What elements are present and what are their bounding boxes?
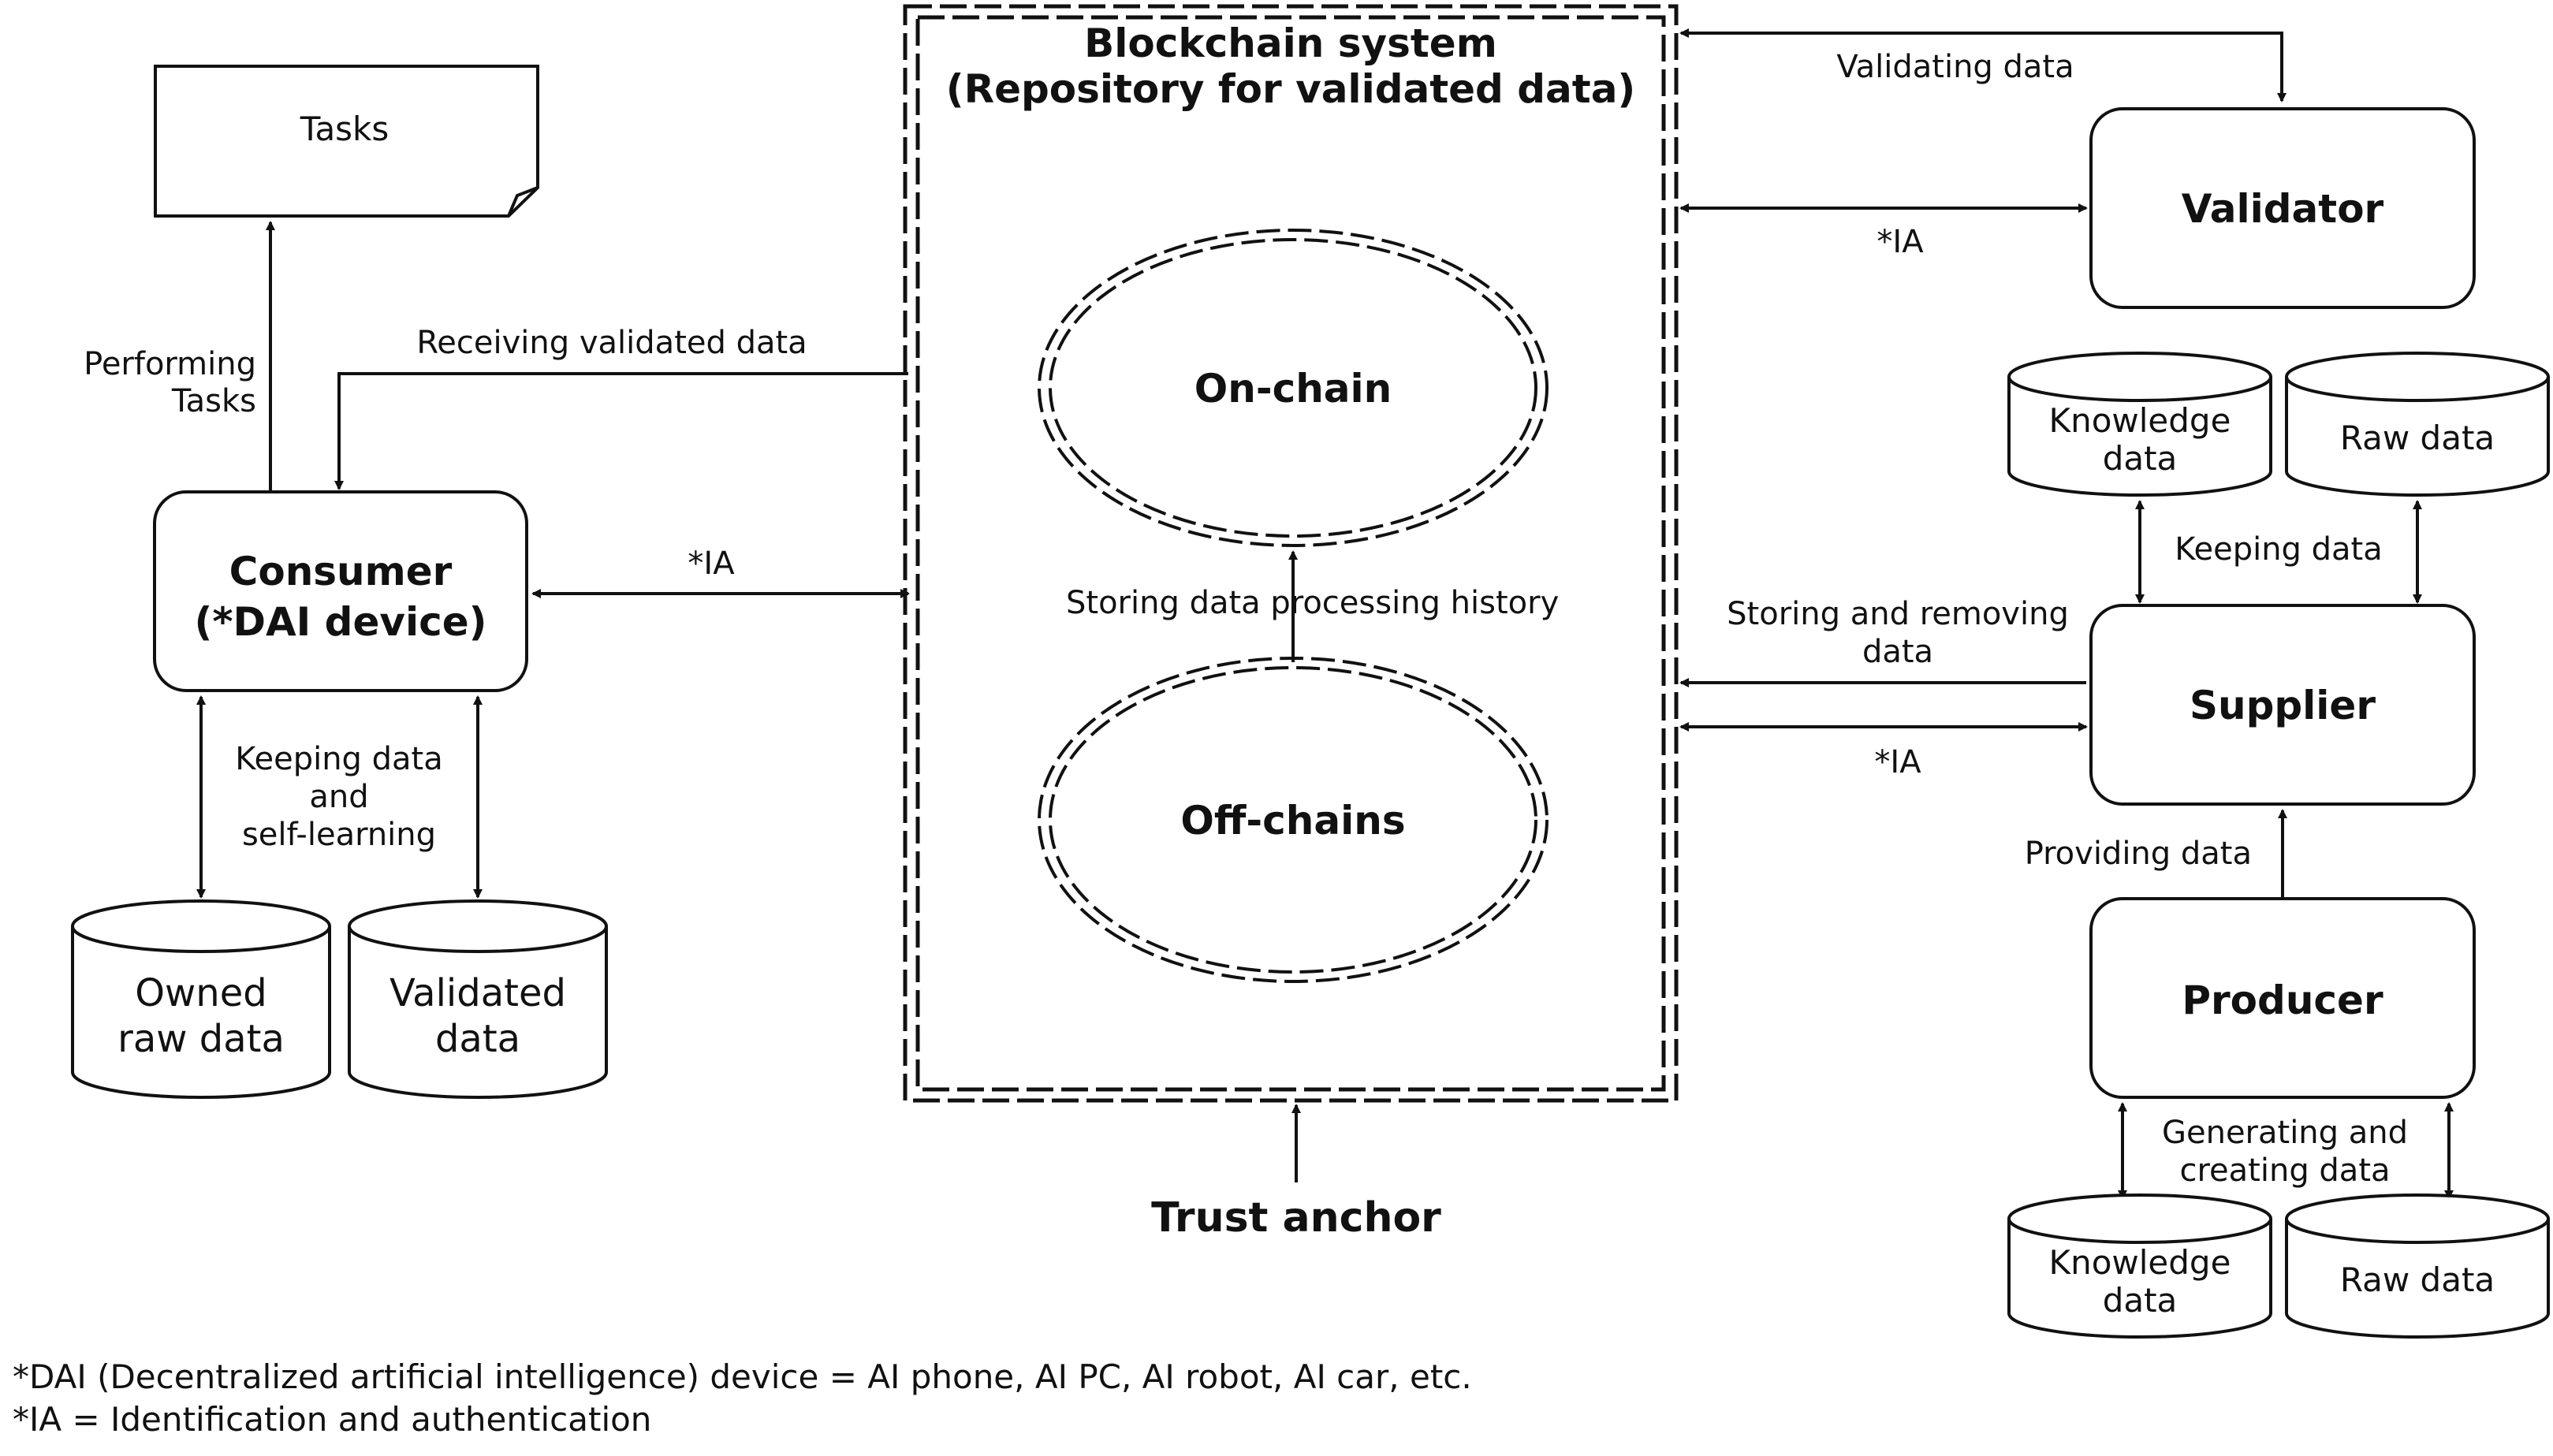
owned-raw-line2: raw data: [117, 1017, 285, 1061]
receiving-validated-label: Receiving validated data: [416, 325, 807, 361]
validator-ia-label: *IA: [1877, 224, 1924, 260]
on-chain-ellipse: [1038, 229, 1549, 547]
producer-box: [2089, 897, 2476, 1099]
consumer-title: Consumer: [229, 549, 453, 594]
tasks-document: [154, 65, 539, 218]
consumer-keeping-line1: Keeping data: [235, 741, 443, 777]
consumer-keeping-line2: and: [309, 779, 368, 815]
supplier-label: Supplier: [2190, 683, 2376, 728]
receiving-validated-arrow: [334, 372, 908, 490]
blockchain-system-box: [903, 4, 1679, 1103]
validator-label: Validator: [2182, 186, 2384, 232]
generating-line2: creating data: [2179, 1153, 2390, 1189]
supplier-knowledge-line2: data: [2103, 439, 2178, 478]
supplier-box: [2089, 604, 2476, 806]
supplier-raw-cylinder: [2285, 352, 2550, 497]
consumer-ia-label: *IA: [688, 546, 735, 582]
validating-data-arrow: [1679, 28, 2287, 102]
blockchain-title-line2: (Repository for validated data): [946, 66, 1636, 112]
producer-raw-label: Raw data: [2340, 1261, 2495, 1299]
tasks-label: Tasks: [300, 110, 389, 148]
consumer-keeping-line3: self-learning: [242, 817, 436, 853]
blockchain-title-line1: Blockchain system: [1084, 20, 1497, 66]
producer-knowledge-cylinder: [2007, 1193, 2272, 1339]
supplier-knowledge-line1: Knowledge: [2049, 401, 2231, 440]
validated-data-line1: Validated: [389, 971, 566, 1015]
supplier-ia-label: *IA: [1874, 744, 1921, 780]
validated-data-cylinder: [348, 899, 608, 1099]
storing-removing-line2: data: [1862, 634, 1933, 670]
on-chain-label: On-chain: [1195, 366, 1392, 411]
trust-anchor-label: Trust anchor: [1151, 1194, 1441, 1242]
consumer-box: [153, 490, 528, 692]
validator-box: [2089, 107, 2476, 309]
storing-history-label: Storing data processing history: [1066, 585, 1559, 621]
producer-knowledge-line1: Knowledge: [2049, 1243, 2231, 1282]
footnote-ia: *IA = Identification and authentication: [13, 1400, 652, 1439]
performing-tasks-line2: Tasks: [171, 383, 256, 419]
storing-removing-line1: Storing and removing: [1727, 596, 2069, 632]
consumer-subtitle: (*DAI device): [194, 599, 486, 645]
generating-line1: Generating and: [2162, 1115, 2408, 1151]
producer-knowledge-line2: data: [2103, 1281, 2178, 1320]
validating-data-label: Validating data: [1836, 49, 2074, 85]
validated-data-line2: data: [435, 1017, 520, 1061]
supplier-raw-label: Raw data: [2340, 419, 2495, 457]
owned-raw-data-cylinder: [71, 899, 331, 1099]
producer-label: Producer: [2182, 977, 2383, 1023]
footnote-dai: *DAI (Decentralized artificial intellige…: [13, 1357, 1472, 1396]
supplier-knowledge-cylinder: [2007, 352, 2272, 497]
keeping-data-label: Keeping data: [2175, 531, 2383, 568]
providing-data-label: Providing data: [2025, 836, 2252, 872]
off-chains-label: Off-chains: [1180, 798, 1405, 843]
producer-raw-cylinder: [2285, 1193, 2550, 1339]
performing-tasks-line1: Performing: [84, 346, 256, 382]
owned-raw-line1: Owned: [135, 971, 266, 1015]
